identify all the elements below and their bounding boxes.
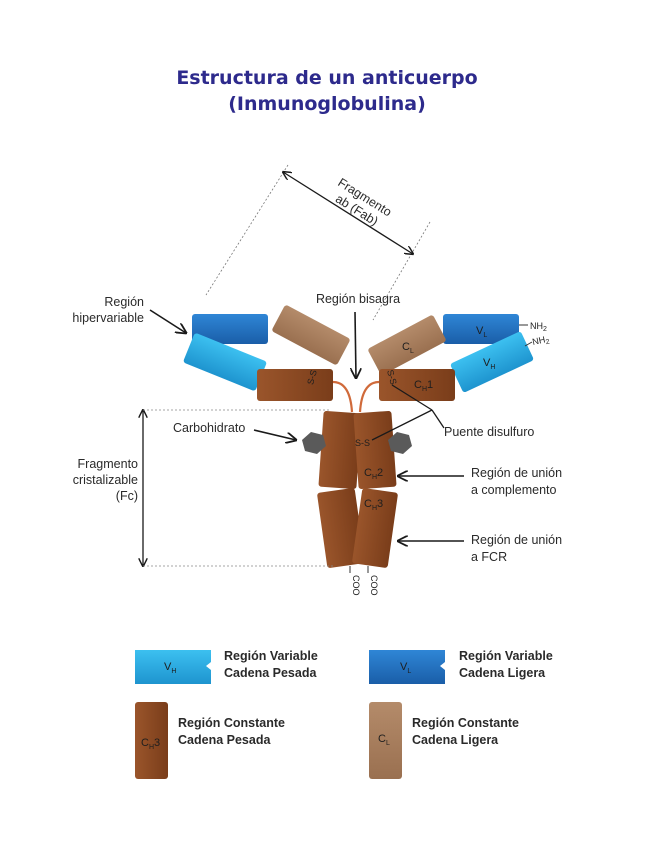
legend-light-constant-line2: Cadena Ligera: [412, 733, 499, 747]
nh2-bond-bottom: [524, 341, 533, 347]
right-arm-ss-label: S-S: [385, 369, 399, 386]
legend-light-variable-line2: Cadena Ligera: [459, 666, 546, 680]
legend-swatch-heavy-constant-text: CH3: [141, 737, 160, 751]
complement-label-line1: Región de unión: [471, 466, 562, 480]
coo-label-left: COO: [351, 575, 361, 596]
fc-label-line2: cristalizable: [73, 473, 138, 487]
legend-light-variable-line1: Región Variable: [459, 649, 553, 663]
legend-swatch-heavy-variable-text: VH: [164, 661, 176, 675]
fab-guide-line-right: [372, 221, 431, 321]
disulfide-pointer-upper: [391, 384, 433, 411]
legend-swatch-heavy-constant: [135, 702, 168, 779]
legend-swatch-light-variable: [369, 650, 445, 684]
left-cl-segment: [272, 305, 350, 365]
disulfide-label: Puente disulfuro: [444, 425, 534, 439]
complement-label-line2: a complemento: [471, 483, 557, 497]
hypervariable-pointer: [149, 309, 186, 333]
coo-label-right: COO: [369, 575, 379, 596]
legend-heavy-constant-line1: Región Constante: [178, 716, 285, 730]
right-vl-label: VL: [476, 325, 487, 339]
fc-left-ch2-segment: [318, 410, 362, 490]
legend-swatch-light-constant-text: CL: [378, 733, 390, 747]
legend-heavy-constant-line2: Cadena Pesada: [178, 733, 271, 747]
fc-label-line1: Fragmento: [78, 457, 138, 471]
right-ch1-segment: [379, 369, 455, 401]
right-vl-segment: [443, 314, 519, 344]
legend-heavy-variable-line1: Región Variable: [224, 649, 318, 663]
left-arm-ss-label: S-S: [305, 369, 319, 386]
fc-right-ch2-segment: [353, 410, 397, 490]
hinge-pointer: [355, 311, 356, 378]
legend-swatch-light-variable-text: VL: [400, 661, 411, 675]
fc-ch2-label: CH2: [364, 467, 383, 481]
left-vh-segment: [183, 333, 267, 391]
diagram-title: Estructura de un anticuerpo: [176, 67, 477, 89]
carbohydrate-label: Carbohidrato: [173, 421, 245, 435]
hinge-label: Región bisagra: [316, 292, 400, 306]
legend-light-constant-line1: Región Constante: [412, 716, 519, 730]
right-cl-label: CL: [402, 341, 414, 355]
left-vl-segment: [192, 314, 268, 344]
hinge-left-strand: [332, 380, 354, 413]
nh2-label-top: NH2: [530, 321, 547, 333]
fc-label-line3: (Fc): [116, 489, 138, 503]
legend: VH Región Variable Cadena Pesada VL Regi…: [135, 649, 553, 779]
disulfide-pointer-lower: [371, 409, 433, 441]
hinge-right-strand: [358, 380, 380, 413]
right-ch1-label: CH1: [414, 379, 433, 393]
fcr-label-line2: a FCR: [471, 550, 507, 564]
right-cl-segment: [368, 315, 446, 375]
left-ch1-segment: [257, 369, 333, 401]
fc-right-ch3-segment: [352, 488, 398, 568]
legend-swatch-light-constant: [369, 702, 402, 779]
fc-left-ch3-segment: [317, 488, 365, 568]
nh2-label-bottom: NH2: [531, 334, 550, 349]
diagram-subtitle: (Inmunoglobulina): [228, 93, 426, 115]
fab-span-arrow: [283, 172, 413, 254]
right-vh-label: VH: [483, 357, 495, 371]
fcr-label-line1: Región de unión: [471, 533, 562, 547]
disulfide-pointer-stem: [431, 409, 445, 429]
fc-ch3-label: CH3: [364, 498, 383, 512]
right-vh-segment: [450, 332, 534, 392]
carbohydrate-left: [302, 432, 326, 454]
hypervariable-label-line2: hipervariable: [72, 311, 144, 325]
legend-swatch-heavy-variable: [135, 650, 211, 684]
carbohydrate-pointer: [253, 429, 296, 440]
carbohydrate-right: [388, 432, 412, 454]
fab-guide-line-left: [205, 164, 289, 296]
legend-heavy-variable-line2: Cadena Pesada: [224, 666, 317, 680]
fc-ss-label: S-S: [355, 438, 370, 448]
hypervariable-label-line1: Región: [104, 295, 144, 309]
